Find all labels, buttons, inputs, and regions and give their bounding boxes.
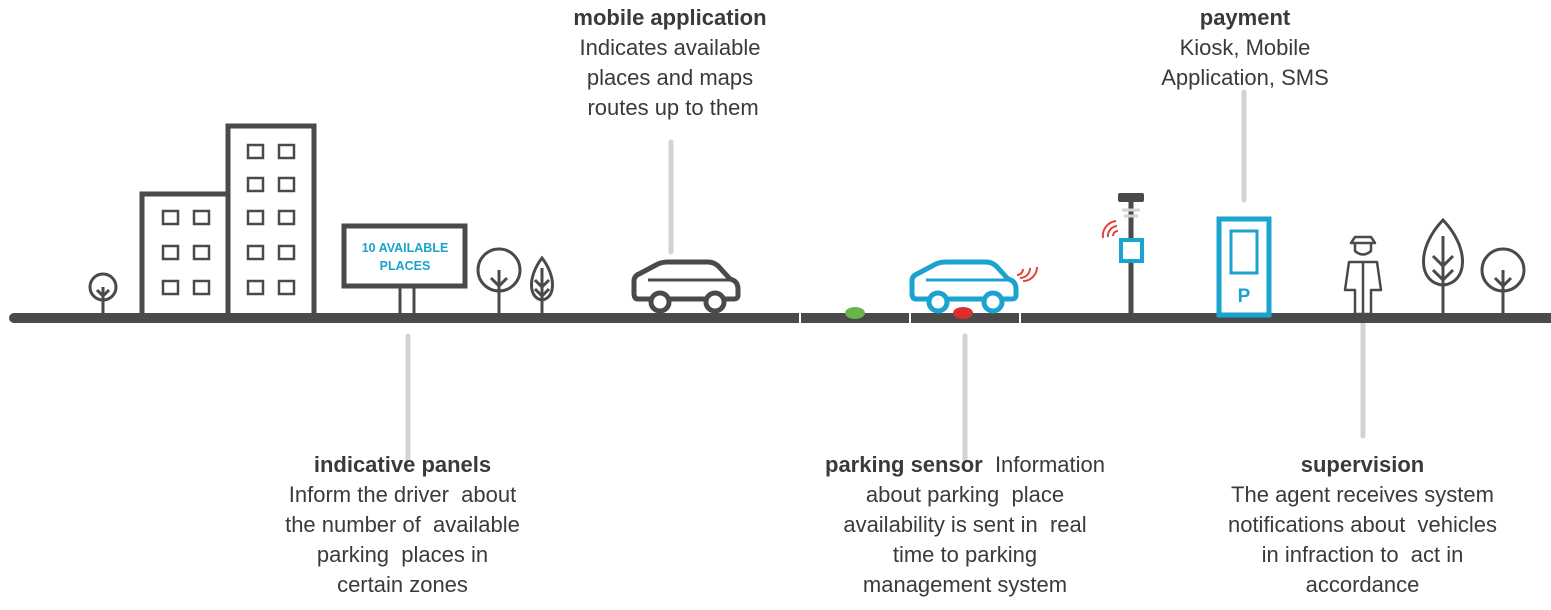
caption-panels-line: the number of available	[285, 512, 520, 537]
caption-payment: payment Kiosk, Mobile Application, SMS	[1130, 3, 1360, 93]
tree-icon	[1480, 247, 1526, 314]
caption-payment-title: payment	[1199, 5, 1291, 30]
caption-panels-title: indicative panels	[313, 452, 492, 477]
caption-panels-line: parking places in	[316, 542, 489, 567]
sensor-post-icon	[1101, 193, 1144, 314]
caption-sensor-title: parking sensor	[825, 452, 983, 477]
caption-supervision-line: accordance	[1305, 572, 1420, 597]
sign-line-2: PLACES	[380, 259, 431, 273]
indicative-panel-sign: 10 AVAILABLE PLACES	[341, 223, 468, 314]
pine-tree-icon	[1422, 217, 1464, 314]
caption-panels-line: certain zones	[337, 572, 468, 597]
pine-tree-icon	[530, 255, 554, 314]
agent-icon	[1343, 235, 1383, 316]
caption-payment-line: Application, SMS	[1161, 65, 1329, 90]
caption-sensor-line: management system	[862, 572, 1068, 597]
parking-space-markers	[799, 313, 1021, 324]
sensor-occupied-icon	[953, 307, 973, 319]
caption-parking-sensor: parking sensor Information about parking…	[780, 450, 1150, 600]
caption-supervision-line: in infraction to act in	[1261, 542, 1464, 567]
caption-sensor-line: availability is sent in real	[843, 512, 1087, 537]
caption-mobile-application: mobile application Indicates available p…	[540, 3, 800, 123]
caption-mobile-line: Indicates available	[579, 35, 761, 60]
caption-payment-line: Kiosk, Mobile	[1179, 35, 1311, 60]
blue-car-icon	[909, 259, 1038, 314]
caption-indicative-panels: indicative panels Inform the driver abou…	[250, 450, 555, 600]
caption-panels-line: Inform the driver about	[288, 482, 517, 507]
caption-mobile-line: routes up to them	[581, 95, 759, 120]
buildings-icon	[139, 123, 317, 319]
caption-sensor-first-rest: Information	[982, 452, 1105, 477]
payment-kiosk-icon: P	[1216, 216, 1272, 318]
caption-supervision-title: supervision	[1300, 452, 1425, 477]
tree-icon	[476, 247, 522, 314]
caption-mobile-line: places and maps	[586, 65, 754, 90]
caption-supervision: supervision The agent receives system no…	[1185, 450, 1540, 600]
caption-mobile-title: mobile application	[573, 5, 767, 30]
caption-supervision-line: The agent receives system	[1231, 482, 1494, 507]
caption-sensor-line: time to parking	[892, 542, 1038, 567]
sign-line-1: 10 AVAILABLE	[362, 241, 449, 255]
kiosk-p-label: P	[1238, 286, 1251, 307]
caption-supervision-line: notifications about vehicles	[1227, 512, 1498, 537]
connector-lines	[405, 89, 1366, 463]
tree-icon	[88, 272, 118, 313]
caption-sensor-line: about parking place	[865, 482, 1065, 507]
sensor-free-icon	[845, 307, 865, 319]
car-icon	[631, 259, 741, 314]
building-windows	[161, 143, 296, 296]
caption-sensor-first-line: parking sensor Information	[780, 450, 1150, 480]
